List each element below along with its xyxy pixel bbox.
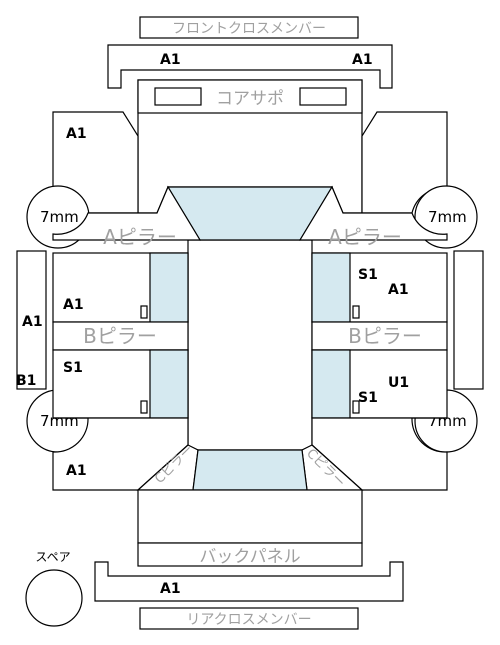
rear-door-left-glass [149,349,189,419]
core-support-label: コアサポ [216,89,284,109]
front-door-right-handle [352,305,360,319]
rear-bumper[interactable]: A1 [94,561,404,602]
rear-door-left-code: S1 [63,360,83,376]
rear-door-right-code-u: U1 [388,375,409,391]
a-pillar-right[interactable]: Aピラー [298,185,448,249]
front-door-left-code: A1 [63,297,84,313]
b-pillar-right[interactable]: Bピラー [311,321,448,351]
tire-front-right-label: 7mm [428,208,467,226]
front-door-right-code-a: A1 [388,282,409,298]
roof[interactable] [187,239,313,451]
rear-fender-left-code: A1 [66,463,87,479]
front-cross-member-label: フロントクロスメンバー [172,21,326,37]
front-door-right-code-s: S1 [358,267,378,283]
front-door-left[interactable]: A1 [52,252,189,323]
headlight-right [299,87,347,106]
a-pillar-left-label: Aピラー [103,225,177,249]
spare-tire[interactable]: スペア [25,550,83,627]
rear-door-right[interactable]: U1 S1 [311,349,448,419]
front-bumper-code-left: A1 [160,52,181,68]
front-bumper[interactable]: A1 A1 [107,44,393,89]
rear-door-right-glass [311,349,351,419]
rear-cross-member-label: リアクロスメンバー [186,612,311,628]
trunk[interactable] [137,489,363,544]
back-panel[interactable]: バックパネル [137,542,363,567]
rear-door-left[interactable]: S1 [52,349,189,419]
front-door-right[interactable]: S1 A1 [311,252,448,323]
a-pillar-right-label: Aピラー [328,225,402,249]
rear-door-right-handle [352,400,360,414]
front-cross-member[interactable]: フロントクロスメンバー [139,16,359,39]
rear-door-right-code-s: S1 [358,390,378,406]
rear-bumper-code: A1 [160,581,181,597]
b-pillar-right-label: Bピラー [348,324,422,348]
b-pillar-left-label: Bピラー [83,324,157,348]
front-fender-left-code: A1 [66,126,87,142]
rocker-left-code-b: B1 [16,373,36,389]
front-door-right-glass [311,252,351,323]
rocker-left-code-a: A1 [22,314,43,330]
front-bumper-code-right: A1 [352,52,373,68]
a-pillar-left[interactable]: Aピラー [52,185,202,249]
rear-fender-left[interactable]: A1 [52,417,189,491]
rear-window[interactable] [192,449,308,491]
core-support[interactable]: コアサポ [137,79,363,114]
rear-cross-member[interactable]: リアクロスメンバー [139,607,359,630]
front-door-left-glass [149,252,189,323]
rocker-right[interactable] [453,250,484,390]
rear-door-left-handle [140,400,148,414]
rear-fender-right[interactable] [311,417,448,491]
front-door-left-handle [140,305,148,319]
rocker-left[interactable]: A1 B1 [16,250,47,390]
headlight-left [154,87,202,106]
back-panel-label: バックパネル [199,547,300,567]
spare-tire-label: スペア [35,550,70,564]
b-pillar-left[interactable]: Bピラー [52,321,189,351]
tire-front-left-label: 7mm [40,208,79,226]
